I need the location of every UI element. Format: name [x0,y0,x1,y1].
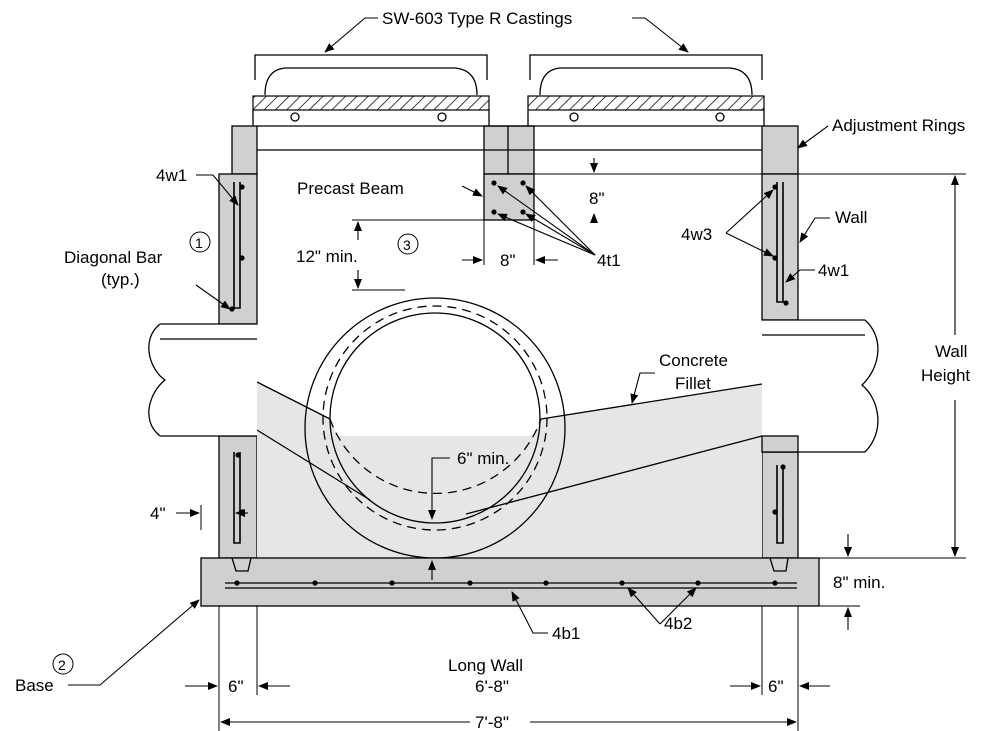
wall-label: Wall [835,208,867,227]
base-label: Base [15,676,54,695]
left-pipe [148,323,257,437]
b2-label: 4b2 [664,614,692,633]
clearance-note: 3 [403,237,411,253]
base-note: 2 [58,657,66,673]
adjustment-rings [231,125,799,175]
clearance-label: 12" min. [296,247,358,266]
base-thickness-label: 8" min. [833,573,885,592]
concrete-fillet-label-2: Fillet [675,374,711,393]
diagonal-bar-label: Diagonal Bar [64,248,163,267]
cover-label: 4" [150,504,166,523]
wall-height-label: Wall [935,342,967,361]
fillet-depth-label: 6" min. [457,449,509,468]
diagonal-bar-typ-label: (typ.) [101,270,140,289]
casting-right [527,54,765,126]
adjustment-rings-label: Adjustment Rings [832,116,965,135]
long-wall-label: Long Wall [448,656,523,675]
concrete-fillet-label: Concrete [659,351,728,370]
diagonal-bar-note: 1 [195,235,203,251]
dim-total-label: 7'-8" [475,713,509,731]
w1-right-label: 4w1 [818,261,849,280]
precast-beam-label: Precast Beam [297,179,404,198]
casting-left [252,54,490,126]
castings-label: SW-603 Type R Castings [382,9,572,28]
dim-left-label: 6" [228,677,244,696]
t1-label: 4t1 [597,251,621,270]
beam-dim-h-label: 8" [500,251,516,270]
wall-height-label-2: Height [921,366,970,385]
dim-middle-label: 6'-8" [475,677,509,696]
precast-beam [483,173,535,221]
base-slab [200,557,820,607]
dim-right-label: 6" [768,677,784,696]
b1-label: 4b1 [552,624,580,643]
w3-label: 4w3 [681,225,712,244]
right-pipe [761,319,879,453]
w1-left-label: 4w1 [156,166,187,185]
leaders [52,17,966,731]
beam-dim-v-label: 8" [589,189,605,208]
concrete-fillet [256,381,763,558]
